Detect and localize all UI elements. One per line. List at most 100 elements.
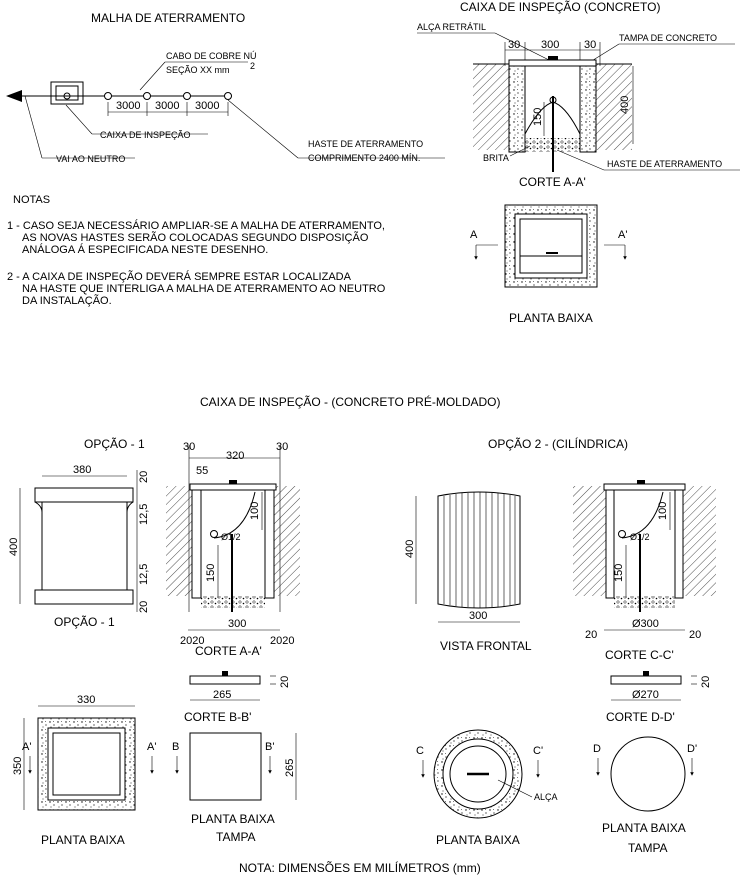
- inspection-box-label: CAIXA DE INSPEÇÃO: [100, 130, 191, 140]
- section-caption: CORTE B-B': [184, 710, 251, 724]
- svg-text:30: 30: [508, 39, 520, 51]
- svg-text:265: 265: [213, 689, 231, 701]
- cable-label: CABO DE COBRE NÚ: [166, 51, 257, 61]
- cylinder-ribs: [443, 492, 516, 608]
- svg-text:Ø1/2: Ø1/2: [221, 532, 241, 542]
- concrete-box-section: CAIXA DE INSPEÇÃO (CONCRETO) ALÇA RETRÁT…: [417, 0, 740, 325]
- cut-marker: B: [172, 741, 179, 753]
- svg-text:330: 330: [77, 694, 95, 706]
- svg-text:55: 55: [196, 465, 208, 477]
- rod-marker: [104, 92, 112, 100]
- section-caption: CORTE A-A': [195, 644, 262, 658]
- soil-right: [683, 486, 716, 596]
- handle-icon: [229, 480, 237, 484]
- lid-circle: [610, 736, 686, 812]
- cut-marker: B': [265, 741, 274, 753]
- svg-text:20: 20: [700, 676, 712, 688]
- svg-text:400: 400: [619, 96, 631, 114]
- cable-curve: [524, 101, 581, 135]
- bottom-flange: [34, 589, 134, 605]
- neutral-label: VAI AO NEUTRO: [56, 154, 125, 164]
- plan-caption: PLANTA BAIXA: [602, 821, 686, 835]
- box-wall-right: [674, 485, 684, 599]
- rod-marker: [224, 92, 232, 100]
- malha-section: MALHA DE ATERRAMENTO 3000 3000 3000 CABO…: [6, 11, 445, 164]
- spacing-label: 3000: [155, 100, 179, 112]
- box-wall-left: [508, 63, 526, 153]
- svg-text:150: 150: [532, 108, 544, 126]
- svg-text:300: 300: [228, 618, 246, 630]
- inspection-box-symbol: [50, 81, 84, 105]
- note-1-line: AS NOVAS HASTES SERÃO COLOCADAS SEGUNDO …: [22, 231, 369, 244]
- section-caption: CORTE C-C': [605, 648, 674, 662]
- lid-square: [189, 732, 262, 801]
- concrete-box-title: CAIXA DE INSPEÇÃO (CONCRETO): [460, 0, 660, 14]
- plan-caption: PLANTA BAIXA: [41, 833, 125, 847]
- svg-text:100: 100: [657, 502, 669, 520]
- plan-option-2: C C' ALÇA PLANTA BAIXA: [416, 729, 558, 847]
- svg-text:20: 20: [138, 601, 150, 613]
- arrow-left-icon: [6, 90, 22, 102]
- svg-text:150: 150: [205, 564, 217, 582]
- svg-text:265: 265: [284, 759, 296, 777]
- soil-left: [166, 486, 192, 596]
- handle-label: ALÇA RETRÁTIL: [417, 22, 486, 32]
- front-view: 400 300 VISTA FRONTAL: [404, 491, 532, 653]
- cut-marker: A: [470, 229, 478, 241]
- cut-marker: C: [416, 745, 424, 757]
- soil-right: [274, 486, 300, 596]
- cut-marker: D': [687, 743, 697, 755]
- handle-icon: [637, 480, 645, 484]
- note-1-line: ANÁLOGA Á ESPECIFICADA NESTE DESENHO.: [22, 243, 268, 256]
- section-caption: CORTE A-A': [519, 175, 586, 189]
- handle-label: ALÇA: [534, 792, 558, 802]
- section-c-c: Ø1/2 100 150 20 Ø300 20 CORTE C-C': [573, 480, 716, 662]
- notes-title: NOTAS: [13, 194, 50, 206]
- svg-text:150: 150: [613, 564, 625, 582]
- svg-text:20: 20: [689, 629, 701, 641]
- leader-line: [227, 99, 299, 159]
- svg-text:350: 350: [12, 757, 24, 775]
- lid-section: [189, 675, 261, 685]
- svg-text:12,5: 12,5: [138, 564, 150, 585]
- box-lid: [603, 483, 686, 491]
- note-2-line: DA INSTALAÇÃO.: [22, 294, 112, 307]
- svg-text:20: 20: [585, 629, 597, 641]
- svg-text:12,5: 12,5: [138, 504, 150, 525]
- svg-text:2020: 2020: [270, 635, 294, 647]
- svg-text:300: 300: [469, 610, 487, 622]
- section-d-d: Ø270 20 CORTE D-D': [606, 671, 712, 724]
- section-b-b: 265 20 CORTE B-B': [184, 671, 291, 724]
- option-1-elevation: 380 400 20 12,5 12,5 20 OPÇÃO - 1: [8, 464, 150, 629]
- svg-text:320: 320: [226, 450, 244, 462]
- cut-marker: A': [618, 229, 627, 241]
- svg-text:Ø300: Ø300: [632, 618, 659, 630]
- plan-caption: PLANTA BAIXA: [191, 812, 275, 826]
- box-lid: [189, 483, 277, 491]
- front-view-caption: VISTA FRONTAL: [440, 639, 532, 653]
- lid-plan-option-2: D D' PLANTA BAIXA TAMPA: [593, 736, 697, 855]
- lid-plan-option-1: B B' 265 PLANTA BAIXA TAMPA: [172, 732, 297, 844]
- plan-caption: TAMPA: [216, 830, 256, 844]
- box-wall-right: [264, 485, 275, 599]
- note-1-line: 1 - CASO SEJA NECESSÁRIO AMPLIAR-SE A MA…: [7, 219, 385, 232]
- units-note: NOTA: DIMENSÕES EM MILÍMETROS (mm): [239, 860, 481, 875]
- option-1-title: OPÇÃO - 1: [84, 437, 145, 451]
- option-2-title: OPÇÃO 2 - (CILÍNDRICA): [488, 436, 628, 451]
- box-wall-right: [579, 63, 597, 153]
- cut-marker: A': [22, 741, 31, 753]
- svg-text:400: 400: [8, 538, 20, 556]
- plan-option-1: 330 350 A' A' PLANTA BAIXA: [12, 694, 156, 847]
- lid-label: TAMPA DE CONCRETO: [619, 33, 717, 43]
- svg-text:20: 20: [138, 471, 150, 483]
- box-lid: [508, 59, 597, 67]
- svg-text:100: 100: [249, 502, 261, 520]
- spacing-label: 3000: [195, 100, 219, 112]
- option-1-caption: OPÇÃO - 1: [54, 615, 115, 629]
- lid-section: [610, 675, 682, 685]
- svg-text:30: 30: [584, 39, 596, 51]
- rod-marker: [183, 92, 191, 100]
- cable-curve: [213, 491, 256, 539]
